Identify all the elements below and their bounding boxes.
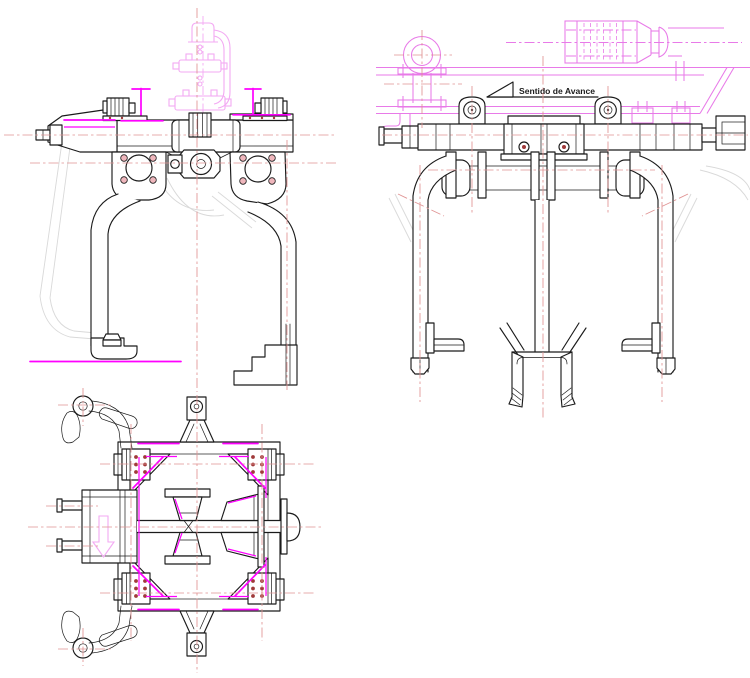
- gearbox: [503, 123, 585, 155]
- spring-stack: [188, 112, 212, 138]
- t-handle-left: [102, 87, 151, 122]
- ghost-position-lines-side: [388, 165, 750, 243]
- ghost-arrow-marker: [91, 515, 116, 558]
- centerlines: [4, 8, 748, 673]
- plan-view: [56, 395, 301, 659]
- cable-catcher-fork: [499, 322, 587, 408]
- rail-switch-diagonal: [699, 67, 728, 114]
- direction-annotation: Sentido de Avance: [486, 81, 599, 98]
- t-handle-right: [242, 87, 288, 122]
- stud-upper: [61, 500, 83, 511]
- cable-section: [170, 159, 180, 169]
- stud-lower: [61, 540, 83, 551]
- highlight-edges-front: [63, 113, 291, 128]
- side-view: Sentido de Avance: [376, 20, 750, 408]
- carriage-side-parts: [378, 96, 746, 408]
- hanger-leg-right-front: [233, 201, 298, 386]
- bearing-flange-left: [111, 151, 167, 201]
- highlight-edges-plan: [132, 442, 267, 611]
- bearing-flange-right: [229, 151, 287, 205]
- hanger-arm-plan-top: [61, 395, 138, 449]
- front-view: [29, 16, 298, 386]
- ghost-position-lines-front: [39, 127, 257, 342]
- hanger-leg-left-front: [90, 193, 141, 360]
- drive-unit: [506, 20, 742, 64]
- grip-beam-front: [35, 107, 294, 153]
- hanger-arm-plan-bottom: [61, 605, 138, 659]
- rail-bracket: [631, 101, 691, 124]
- gear-housing-plan: [56, 489, 138, 564]
- cable-clamp: [165, 149, 233, 179]
- direction-arrow-head: [486, 81, 514, 98]
- center-shaft-plan: [136, 485, 301, 568]
- ghost-mechanism-front: [168, 16, 232, 114]
- hanger-leg-left-side: [410, 155, 465, 375]
- pivot-tab-top: [179, 396, 215, 443]
- direction-of-travel-label: Sentido de Avance: [519, 86, 595, 96]
